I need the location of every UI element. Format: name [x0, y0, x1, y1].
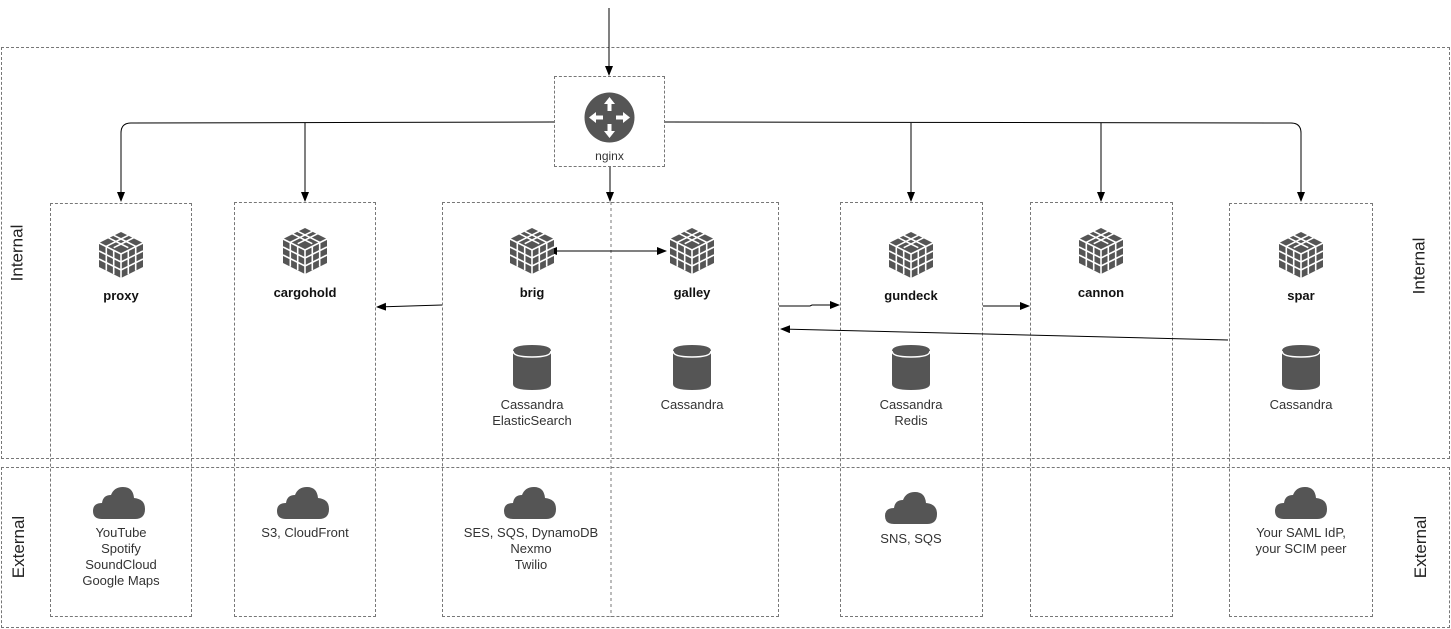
external-zone	[1, 467, 1450, 628]
internal-zone	[1, 47, 1450, 459]
service-name-spar: spar	[1287, 288, 1315, 303]
service-box-gundeck	[840, 202, 983, 617]
cloud-icon	[885, 492, 937, 524]
ext-label-proxy-1: YouTube	[95, 525, 147, 540]
ext-label-brig-1: SES, SQS, DynamoDB	[463, 525, 599, 540]
ext-label-proxy-4: Google Maps	[82, 573, 160, 588]
service-name-galley: galley	[673, 285, 711, 300]
service-box-spar	[1229, 203, 1373, 617]
cube-grid-icon	[282, 228, 328, 274]
cube-grid-icon	[1078, 228, 1124, 274]
ext-label-spar-1: Your SAML IdP,	[1256, 525, 1346, 540]
database-icon	[1281, 345, 1321, 390]
service-name-cargohold: cargohold	[273, 285, 337, 300]
ext-label-spar-2: your SCIM peer	[1255, 541, 1347, 556]
cloud-icon	[1275, 487, 1327, 519]
cube-grid-icon	[888, 232, 934, 278]
db-label-gundeck-2: Redis	[894, 413, 928, 428]
cube-grid-icon	[669, 228, 715, 274]
db-label-spar: Cassandra	[1269, 397, 1333, 412]
ext-label-proxy-3: SoundCloud	[85, 557, 157, 572]
router-icon	[584, 92, 635, 143]
db-label-galley: Cassandra	[660, 397, 724, 412]
cloud-icon	[277, 487, 329, 519]
db-label-brig-1: Cassandra	[500, 397, 564, 412]
cube-grid-icon	[1278, 232, 1324, 278]
service-name-proxy: proxy	[103, 288, 139, 303]
ext-label-cargohold: S3, CloudFront	[261, 525, 349, 540]
service-box-proxy	[50, 203, 192, 617]
ext-label-brig-2: Nexmo	[510, 541, 552, 556]
service-box-cargohold	[234, 202, 376, 617]
db-label-gundeck-1: Cassandra	[879, 397, 943, 412]
cloud-icon	[504, 487, 556, 519]
cube-grid-icon	[509, 228, 555, 274]
service-box-cannon	[1030, 202, 1173, 617]
ext-label-brig-3: Twilio	[514, 557, 548, 572]
database-icon	[891, 345, 931, 390]
nginx-label: nginx	[595, 149, 624, 163]
ext-label-gundeck: SNS, SQS	[880, 531, 942, 546]
database-icon	[512, 345, 552, 390]
cube-grid-icon	[98, 232, 144, 278]
ext-label-proxy-2: Spotify	[101, 541, 141, 556]
database-icon	[672, 345, 712, 390]
db-label-brig-2: ElasticSearch	[492, 413, 572, 428]
service-name-brig: brig	[519, 285, 545, 300]
service-name-gundeck: gundeck	[884, 288, 938, 303]
cloud-icon	[93, 487, 145, 519]
service-name-cannon: cannon	[1077, 285, 1125, 300]
